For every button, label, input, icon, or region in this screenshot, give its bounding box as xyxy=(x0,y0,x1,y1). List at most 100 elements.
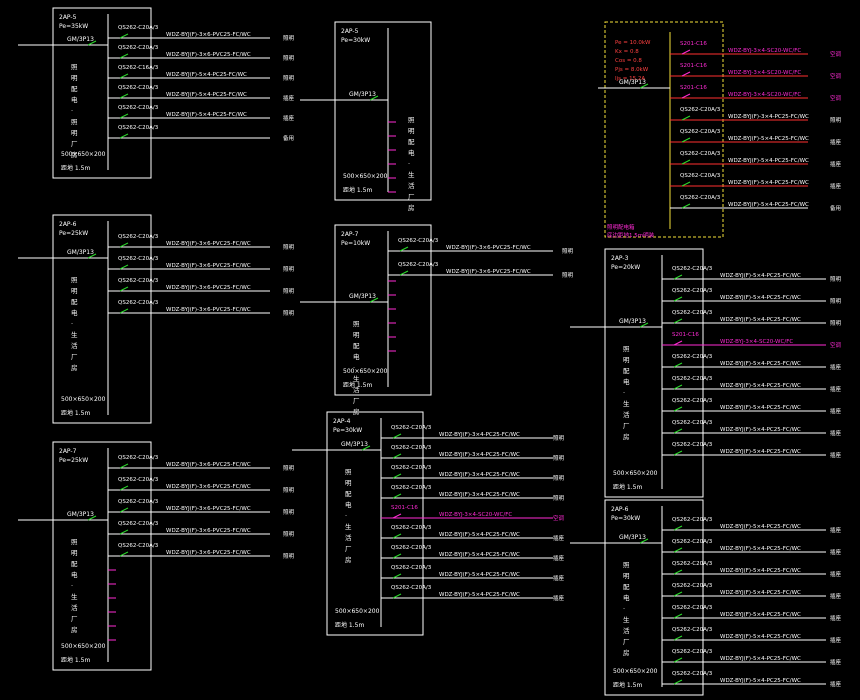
circuit-breaker: QS262-C20A/3 xyxy=(391,465,432,471)
circuit-cable: WDZ-BYJ(F)-3×6-PVC25-FC/WC xyxy=(446,269,531,275)
circuit-breaker: QS262-C20A/3 xyxy=(672,583,713,589)
circuit-cable: WDZ-BYJ(F)-3×6-PVC25-FC/WC xyxy=(166,32,251,38)
vertical-label-char: 配 xyxy=(345,490,352,498)
vertical-label-char: 照 xyxy=(71,63,78,71)
panel-frame xyxy=(604,499,704,696)
vertical-label-char: 电 xyxy=(71,95,78,104)
circuit-cable: WDZ-BYJ(F)-5×4-PC25-FC/WC xyxy=(728,158,809,164)
panel-param: Pe = 10.0kW xyxy=(615,40,651,46)
circuit-breaker: QS262-C20A/3 xyxy=(680,195,721,201)
vertical-label-char: 电 xyxy=(623,377,630,386)
circuit-load: 照明 xyxy=(830,276,842,283)
circuit-load: 照明 xyxy=(562,248,574,255)
breaker-symbol xyxy=(119,286,129,292)
breaker-symbol xyxy=(119,308,129,314)
main-breaker-label: GM/3P13 xyxy=(349,91,376,98)
breaker-symbol xyxy=(87,515,97,521)
circuit-breaker: QS262-C20A/3 xyxy=(118,25,159,31)
circuit-load: 照明 xyxy=(283,465,295,472)
circuit-load: 照明 xyxy=(283,553,295,560)
install-height: 距地 1.5m xyxy=(61,164,90,172)
circuit-breaker: QS262-C20A/3 xyxy=(118,455,159,461)
circuit-breaker: S201-C16 xyxy=(391,505,418,511)
vertical-label-char: 活 xyxy=(623,626,630,635)
circuit-cable: WDZ-BYJ(F)-5×4-PC25-FC/WC xyxy=(720,678,801,684)
install-height: 距地 1.5m xyxy=(61,656,90,664)
breaker-symbol xyxy=(673,428,683,434)
panel-power: Pe=25kW xyxy=(59,457,88,464)
circuit-load: 备用 xyxy=(283,134,294,142)
vertical-label-char: · xyxy=(623,389,625,397)
vertical-label-char: 房 xyxy=(71,625,78,634)
vertical-label-char: 配 xyxy=(71,560,78,568)
panel-footer: 底边距地1.5m明装 xyxy=(607,231,655,239)
circuit-load: 空调 xyxy=(830,50,842,58)
circuit-breaker: QS262-C20A/3 xyxy=(118,105,159,111)
vertical-label-char: 明 xyxy=(71,129,78,137)
circuit-cable: WDZ-BYJ(F)-5×4-PC25-FC/WC xyxy=(720,317,801,323)
vertical-label-char: 活 xyxy=(623,410,630,419)
panel-frame xyxy=(326,411,424,636)
circuit-breaker: QS262-C20A/3 xyxy=(118,45,159,51)
circuit-load: 照明 xyxy=(283,509,295,516)
circuit-cable: WDZ-BYJ(F)-5×4-PC25-FC/WC xyxy=(439,532,520,538)
panel-2AP-6: 2AP-6Pe=25kWGM/3P13照明配电·生活厂房500×650×200距… xyxy=(18,214,295,424)
vertical-label-char: 房 xyxy=(71,363,78,372)
vertical-label-char: · xyxy=(71,320,73,328)
breaker-symbol xyxy=(119,551,129,557)
circuit-load: 插座 xyxy=(830,680,842,688)
circuit-breaker: QS262-C20A/3 xyxy=(118,499,159,505)
vertical-label-char: 厂 xyxy=(71,140,78,148)
circuit-breaker: QS262-C20A/3 xyxy=(672,310,713,316)
panel-param: Ijs = 15.2A xyxy=(615,76,645,82)
circuit-load: 照明 xyxy=(553,455,565,462)
circuit-load: 照明 xyxy=(283,244,295,251)
circuit-row: QS262-C20A/3备用 xyxy=(108,125,294,142)
circuit-load: 照明 xyxy=(562,272,574,279)
breaker-symbol xyxy=(369,297,379,303)
circuit-load: 照明 xyxy=(553,435,565,442)
circuit-load: 插座 xyxy=(830,138,842,146)
circuit-cable: WDZ-BYJ(F)-3×4-PC25-FC/WC xyxy=(439,452,520,458)
cabinet-size: 500×650×200 xyxy=(343,368,388,375)
vertical-label-char: 明 xyxy=(71,287,78,295)
circuit-cable: WDZ-BYJ(F)-3×6-PVC25-FC/WC xyxy=(166,52,251,58)
install-height: 距地 1.5m xyxy=(61,409,90,417)
circuit-cable: WDZ-BYJ(F)-3×6-PVC25-FC/WC xyxy=(166,506,251,512)
breaker-symbol xyxy=(673,450,683,456)
circuit-breaker: QS262-C20A/3 xyxy=(672,517,713,523)
panel-param: Pjs = 8.0kW xyxy=(615,67,649,73)
vertical-label-char: 照 xyxy=(353,320,360,328)
circuit-breaker: QS262-C20A/3 xyxy=(680,129,721,135)
circuit-load: 插座 xyxy=(553,554,565,562)
vertical-label-char: 照 xyxy=(623,345,630,353)
vertical-label-char: 电 xyxy=(353,352,360,361)
circuit-load: 照明 xyxy=(830,320,842,327)
breaker-symbol xyxy=(639,83,649,89)
vertical-label-char: 活 xyxy=(71,603,78,612)
circuit-breaker: QS262-C20A/3 xyxy=(391,525,432,531)
circuit-cable: WDZ-BYJ(F)-3×4-PC25-FC/WC xyxy=(439,492,520,498)
breaker-symbol xyxy=(119,53,129,59)
vertical-label-char: 生 xyxy=(71,330,78,339)
breaker-symbol xyxy=(681,159,691,165)
circuit-cable: WDZ-BYJ(F)-3×6-PVC25-FC/WC xyxy=(166,241,251,247)
circuit-load: 插座 xyxy=(830,407,842,415)
breaker-symbol xyxy=(681,93,691,99)
circuit-cable: WDZ-BYJ(F)-3×4-PC25-FC/WC xyxy=(439,472,520,478)
circuit-load: 照明 xyxy=(283,310,295,317)
